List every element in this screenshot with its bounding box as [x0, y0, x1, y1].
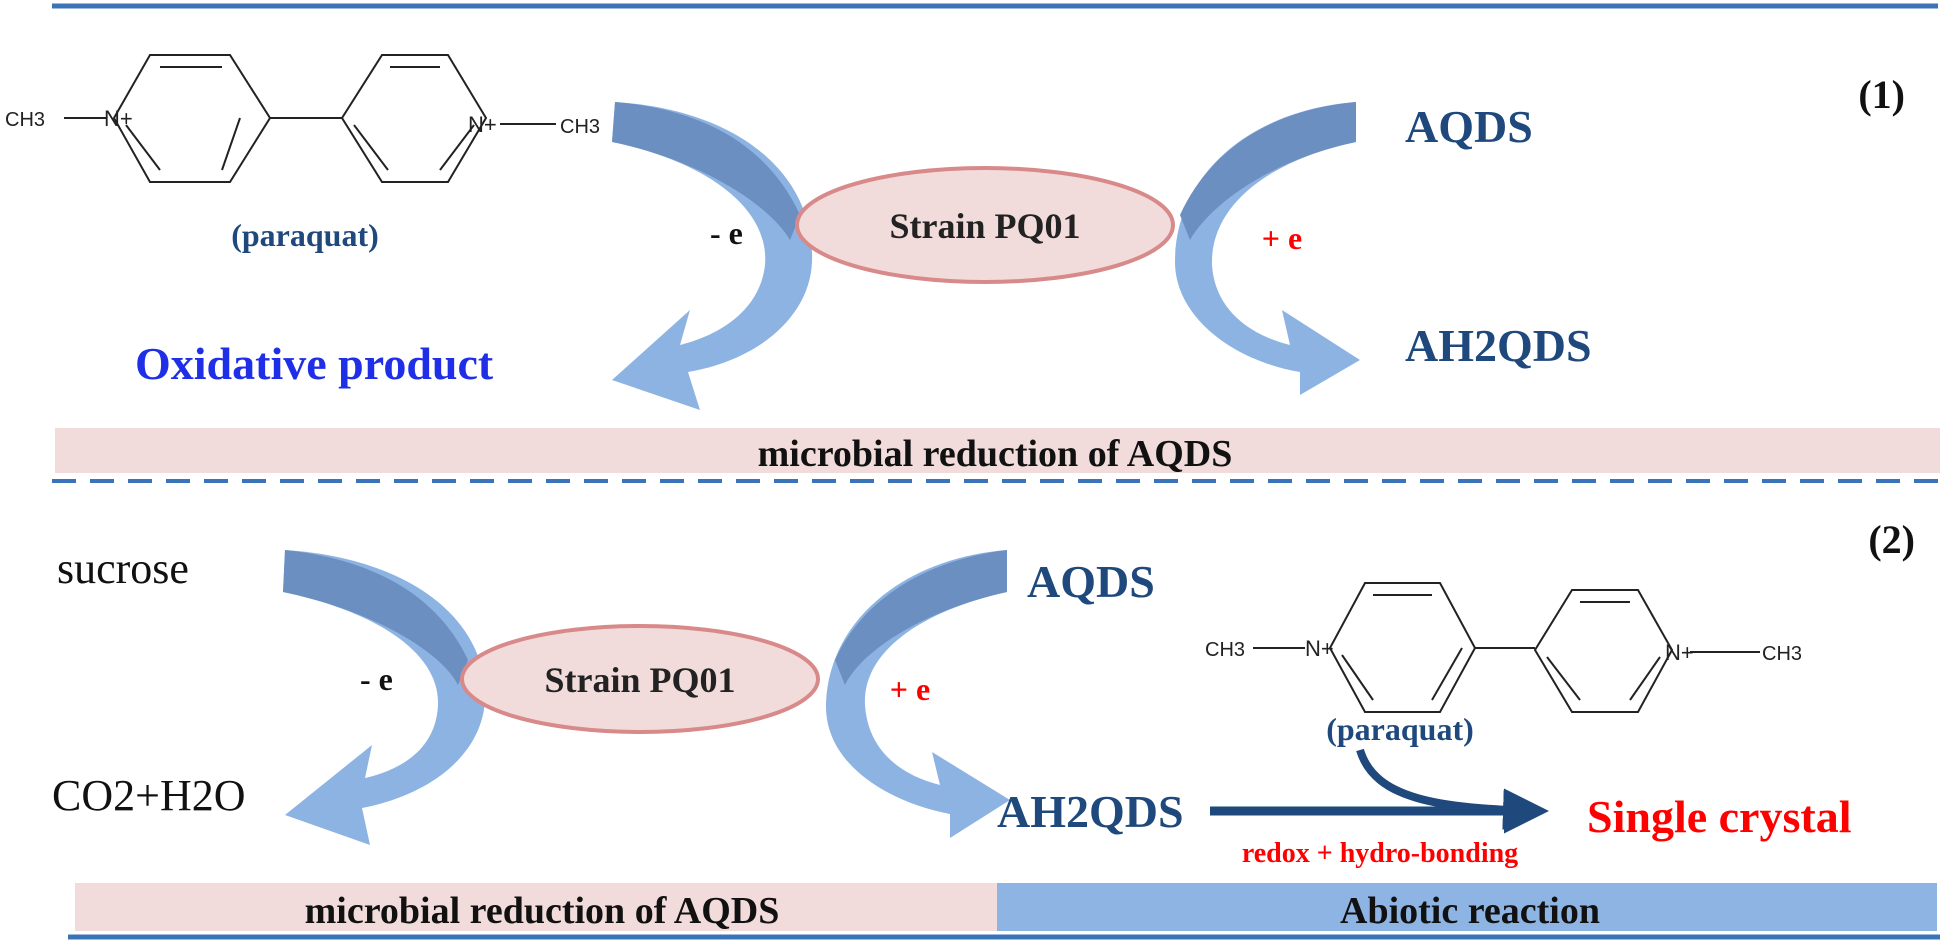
paraquat-name-2: (paraquat) [1326, 711, 1474, 747]
curved-arrow-right-1 [1175, 102, 1360, 395]
redox-label: redox + hydro-bonding [1242, 838, 1518, 869]
paraquat-name-1: (paraquat) [231, 217, 379, 253]
panel-label-1: (1) [1858, 72, 1905, 117]
aqds-label-1: AQDS [1405, 101, 1533, 152]
oxidative-product-label: Oxidative product [135, 338, 494, 389]
panel-2: (2) sucrose CO2+H2O - e Strain PQ01 + e … [52, 517, 1937, 932]
nitrogen-left-1: N+ [104, 106, 133, 131]
electron-in-1: + e [1262, 220, 1302, 256]
methyl-right-1: CH3 [560, 116, 600, 138]
methyl-left-1: CH3 [5, 109, 45, 131]
band-abiotic-label: Abiotic reaction [1340, 890, 1600, 932]
band-microbial-2 [75, 883, 997, 931]
band-microbial-label-2: microbial reduction of AQDS [305, 890, 780, 932]
strain-ellipse-2 [460, 624, 820, 734]
curved-arrow-left-1 [612, 102, 813, 410]
strain-label-2: Strain PQ01 [544, 660, 735, 700]
panel-label-2: (2) [1868, 517, 1915, 562]
band-microbial-1 [55, 428, 1940, 473]
methyl-left-2: CH3 [1205, 639, 1245, 661]
paraquat-structure-2 [1253, 582, 1760, 713]
aqds-label-2: AQDS [1027, 556, 1155, 607]
curved-arrow-left-2 [283, 550, 486, 845]
panel-1: CH3 N+ N+ CH3 (paraquat) - e Strain PQ01… [5, 54, 1940, 475]
nitrogen-right-1: N+ [468, 112, 497, 137]
electron-out-1: - e [710, 215, 743, 251]
ah2qds-label-1: AH2QDS [1405, 320, 1592, 371]
curved-arrow-right-2 [825, 550, 1010, 838]
strain-ellipse-1 [795, 166, 1175, 284]
co2-h2o-label: CO2+H2O [52, 771, 246, 820]
methyl-right-2: CH3 [1762, 643, 1802, 665]
strain-label-1: Strain PQ01 [889, 206, 1080, 246]
ah2qds-label-2: AH2QDS [997, 786, 1184, 837]
band-abiotic [997, 883, 1937, 931]
electron-in-2: + e [890, 671, 930, 707]
paraquat-structure-1 [64, 54, 556, 183]
nitrogen-left-2: N+ [1305, 636, 1334, 661]
electron-out-2: - e [360, 661, 393, 697]
nitrogen-right-2: N+ [1665, 640, 1694, 665]
sucrose-label: sucrose [57, 544, 189, 593]
curved-arrow-paraquat [1356, 748, 1543, 830]
band-microbial-label-1: microbial reduction of AQDS [758, 433, 1233, 475]
single-crystal-label: Single crystal [1587, 791, 1851, 842]
